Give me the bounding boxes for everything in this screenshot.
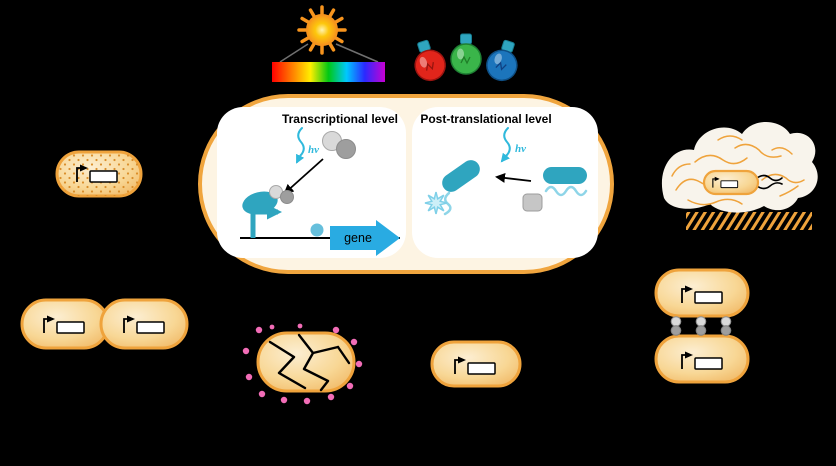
- transcription-factor: [242, 191, 278, 215]
- bulb-highlight: [419, 56, 428, 68]
- hv-label-right: hν: [515, 143, 526, 155]
- bulb-filament: [460, 55, 471, 65]
- bacterium-body: [256, 331, 356, 393]
- bulb-highlight: [457, 48, 464, 60]
- gene-arrow: [330, 220, 400, 256]
- membrane-wave: [544, 185, 588, 197]
- pink-molecule: [269, 324, 275, 330]
- flagellum: [756, 182, 783, 190]
- left-panel-title: Transcriptional level: [282, 112, 398, 126]
- lysing-bacterium: [242, 323, 363, 405]
- anchor-protein: [522, 193, 543, 212]
- matrix-fiber: [671, 163, 691, 177]
- pink-molecule: [346, 382, 354, 390]
- bulb-glass: [414, 49, 446, 82]
- pink-molecule: [245, 373, 253, 381]
- sun-icon: [297, 5, 347, 55]
- released-molecules: [242, 323, 363, 405]
- pink-molecule: [258, 390, 266, 398]
- adhesin-bead: [670, 316, 682, 327]
- transcriptional-mechanism: hν gene: [240, 127, 400, 256]
- adhesin-bead: [720, 325, 732, 336]
- pink-molecule: [350, 338, 358, 346]
- bulb-filament: [425, 62, 434, 71]
- bulb-glass: [450, 43, 482, 75]
- crack-line: [268, 340, 307, 390]
- hv-label-left: hν: [308, 144, 319, 156]
- flagellum: [756, 174, 783, 182]
- adhesin-bead: [695, 325, 707, 336]
- crack-line: [336, 345, 351, 365]
- flagellum: [519, 358, 576, 368]
- activation-arrow: [283, 158, 324, 195]
- gene-label: gene: [344, 231, 372, 245]
- biofilm-matrix: [661, 122, 818, 213]
- adhering-bacteria: [654, 268, 750, 384]
- flagellum: [517, 369, 573, 384]
- matrix-fiber: [779, 185, 799, 197]
- light-beam-right: [335, 43, 379, 63]
- pink-molecule: [303, 397, 311, 405]
- adhesion-molecules: [670, 316, 732, 336]
- surface-hatch: [686, 212, 812, 230]
- matrix-fiber: [717, 135, 743, 141]
- post-translational-mechanism: hν: [424, 127, 588, 216]
- bacteria-pair: [20, 298, 189, 350]
- rna-polymerase: [310, 223, 324, 237]
- matrix-fiber: [694, 154, 748, 165]
- matrix-fiber: [734, 143, 782, 158]
- adhesin-bead: [720, 316, 732, 327]
- protein-tail-wave: [443, 191, 452, 216]
- pink-molecule: [242, 347, 250, 355]
- starburst-icon: [424, 191, 448, 215]
- matrix-fiber: [761, 173, 805, 184]
- bulb-cap: [460, 33, 472, 45]
- central-bacterium-cell: Transcriptional level Post-translational…: [198, 94, 614, 274]
- inactive-protein: [543, 167, 587, 184]
- photoreceptor-subunit-dark: [336, 139, 356, 159]
- light-squiggle-icon: [296, 127, 305, 164]
- activated-protein: [442, 160, 480, 192]
- release-arrow: [495, 172, 532, 183]
- pink-molecule: [280, 396, 288, 404]
- bound-subunit-dark: [280, 190, 294, 204]
- red-light-bulb-icon: [414, 39, 446, 82]
- pink-molecule: [297, 323, 303, 329]
- bulb-highlight: [494, 53, 502, 65]
- bacterium-gene-expression: [55, 150, 143, 198]
- adhesin-bead: [695, 316, 707, 327]
- pink-molecule: [355, 360, 363, 368]
- green-light-bulb-icon: [450, 33, 482, 75]
- blue-light-bulb-icon: [486, 39, 518, 82]
- pink-molecule: [332, 326, 340, 334]
- biofilm: [661, 122, 818, 230]
- bulb-glass: [486, 49, 518, 82]
- bulb-filament: [495, 61, 507, 71]
- matrix-fiber: [771, 147, 793, 155]
- motile-bacterium: [430, 340, 576, 388]
- adhesin-bead: [670, 325, 682, 336]
- light-squiggle-icon: [500, 127, 511, 163]
- pink-molecule: [255, 326, 263, 334]
- pink-molecule: [327, 393, 335, 401]
- light-beam-left: [279, 43, 309, 63]
- matrix-fiber: [687, 198, 743, 206]
- left-panel: [217, 107, 406, 258]
- flagellum: [517, 345, 574, 357]
- crack-line: [302, 351, 330, 392]
- light-spectrum-bar: [272, 62, 385, 82]
- right-panel-title: Post-translational level: [420, 112, 551, 126]
